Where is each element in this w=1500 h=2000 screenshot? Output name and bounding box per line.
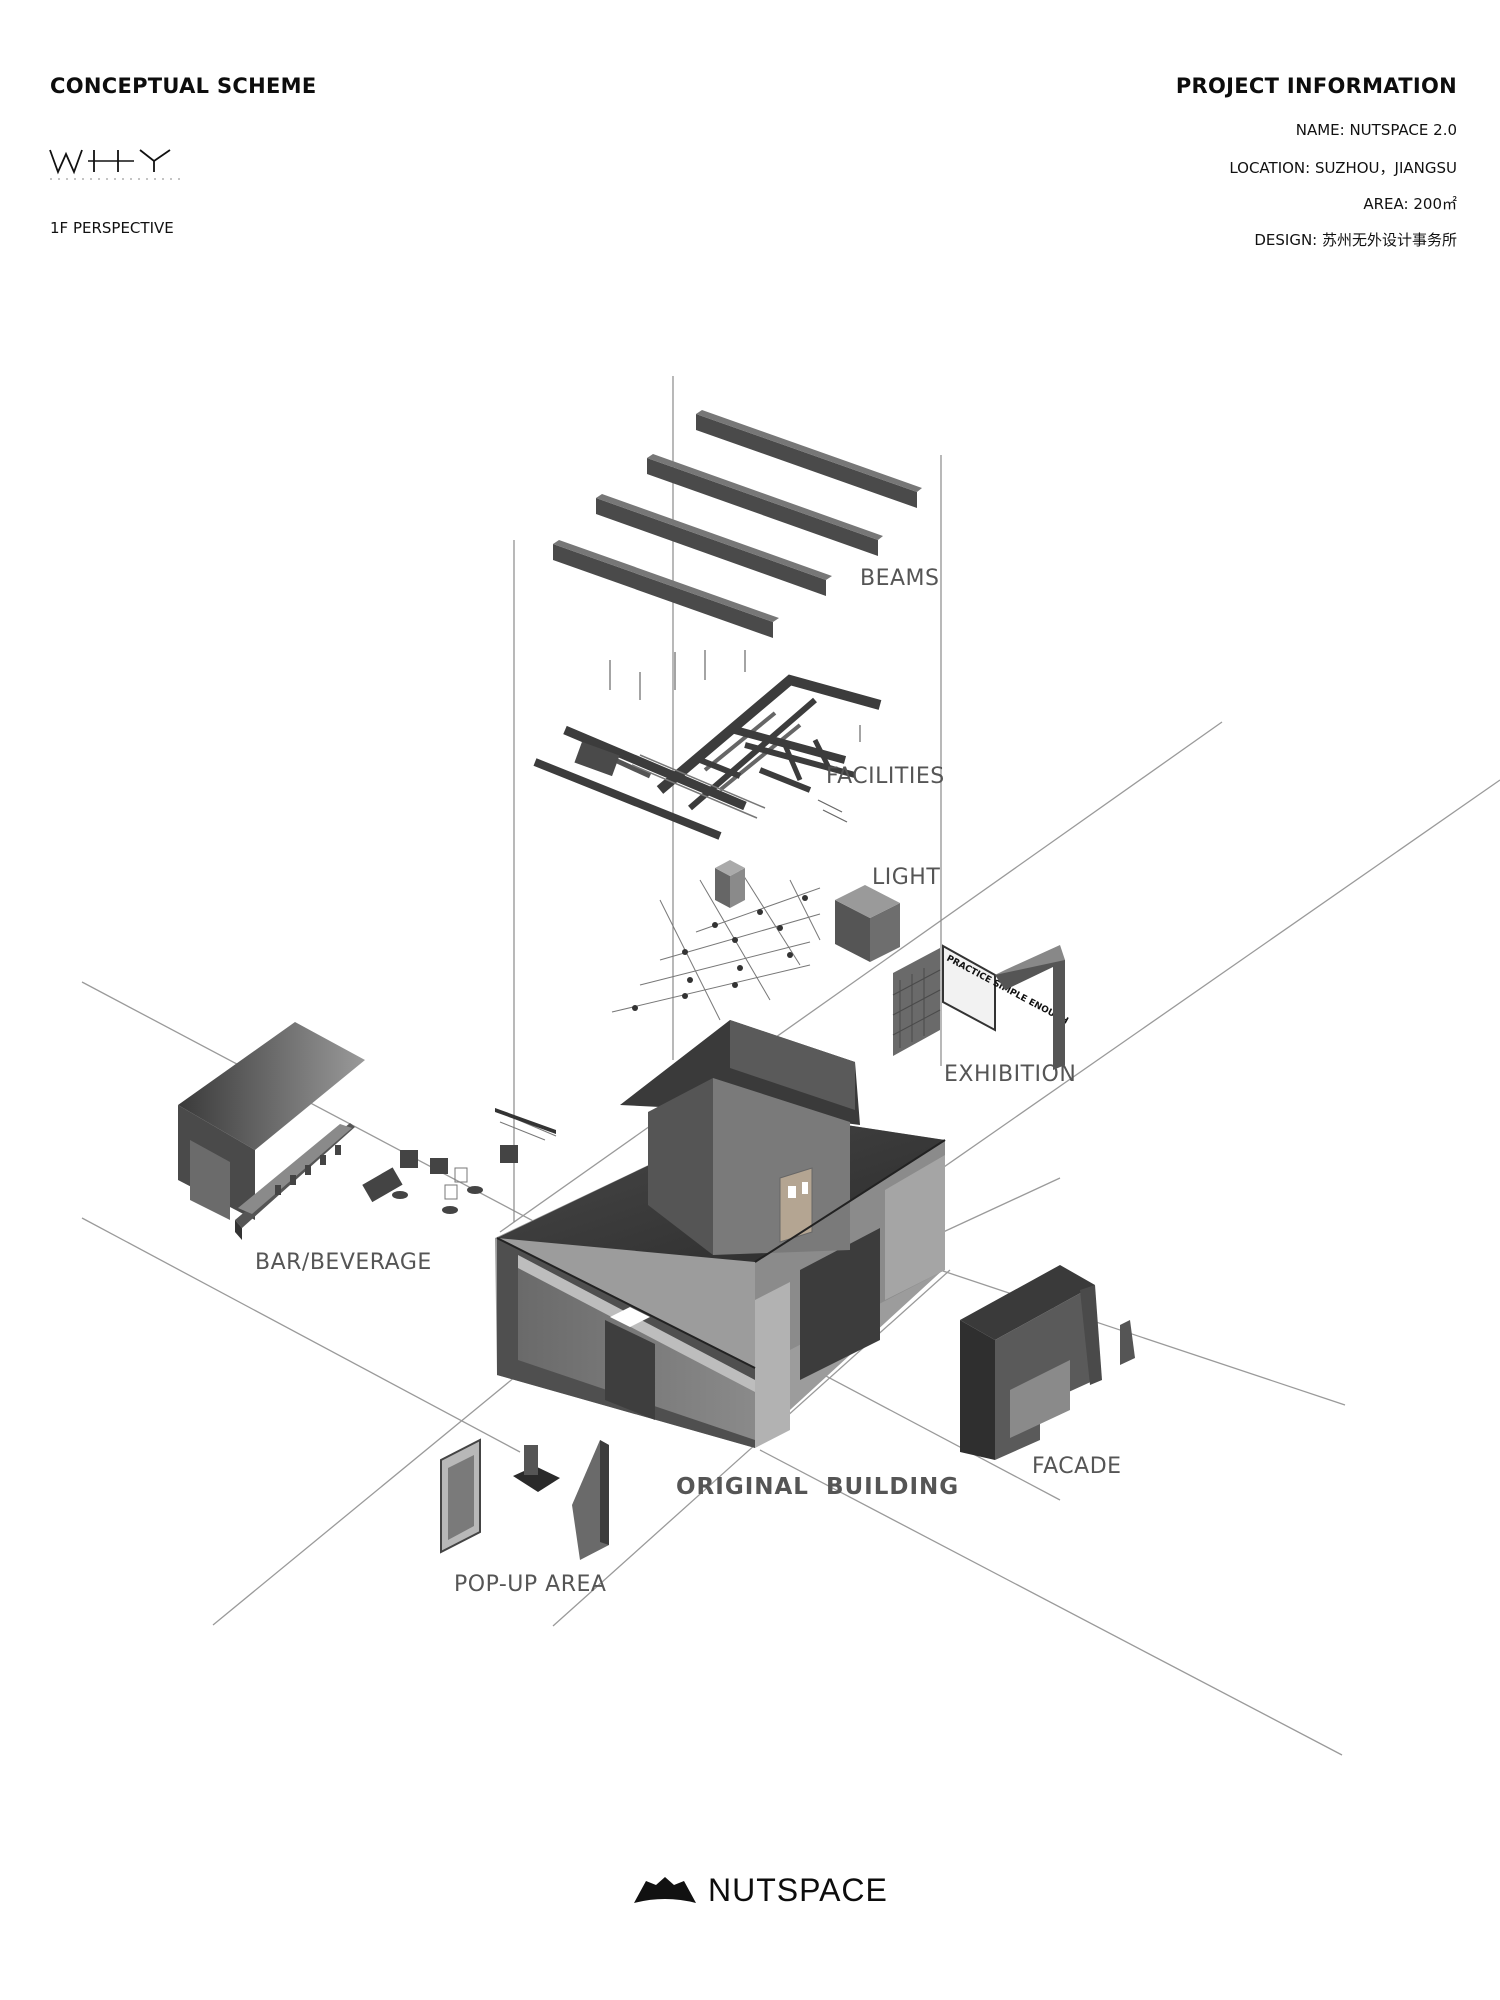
light-layer [611, 860, 900, 1021]
perspective-label: 1F PERSPECTIVE [50, 219, 174, 237]
beam [696, 410, 922, 508]
label-facade: FACADE [1032, 1454, 1122, 1479]
bar-beverage-area [178, 1022, 557, 1240]
label-original-building: ORIGINAL BUILDING [676, 1474, 960, 1500]
vertical-guide-lines [513, 376, 942, 1222]
beam [647, 454, 883, 556]
conceptual-scheme-title: CONCEPTUAL SCHEME [50, 74, 317, 98]
label-bar-beverage: BAR/BEVERAGE [255, 1250, 432, 1275]
facilities-layer [533, 650, 882, 840]
ground-guide-lines [81, 721, 1500, 1756]
facade-layer [960, 1265, 1135, 1460]
nutspace-mountain-icon [634, 1877, 696, 1903]
label-light: LIGHT [872, 865, 941, 890]
light-box-small [715, 860, 745, 908]
project-design: DESIGN: 苏州无外设计事务所 [1254, 231, 1457, 249]
why-logo [49, 149, 182, 180]
label-beams: BEAMS [860, 566, 940, 591]
nutspace-wordmark: NUTSPACE [708, 1871, 888, 1908]
light-box-large [835, 885, 900, 962]
project-information-title: PROJECT INFORMATION [1175, 74, 1457, 98]
beam [596, 494, 832, 596]
popup-area-layer [440, 1438, 609, 1560]
beams-layer [553, 410, 922, 638]
project-name: NAME: NUTSPACE 2.0 [1295, 121, 1457, 139]
exhibition-layer: PRACTICE SIMPLE ENOUGH [892, 944, 1070, 1070]
label-popup-area: POP-UP AREA [454, 1572, 607, 1597]
project-area: AREA: 200㎡ [1363, 195, 1457, 213]
project-location: LOCATION: SUZHOU，JIANGSU [1229, 159, 1457, 177]
beam [553, 540, 779, 638]
nutspace-footer-logo: NUTSPACE [634, 1870, 888, 1910]
label-facilities: FACILITIES [826, 764, 945, 789]
label-exhibition: EXHIBITION [944, 1062, 1077, 1087]
original-building [495, 1020, 946, 1448]
